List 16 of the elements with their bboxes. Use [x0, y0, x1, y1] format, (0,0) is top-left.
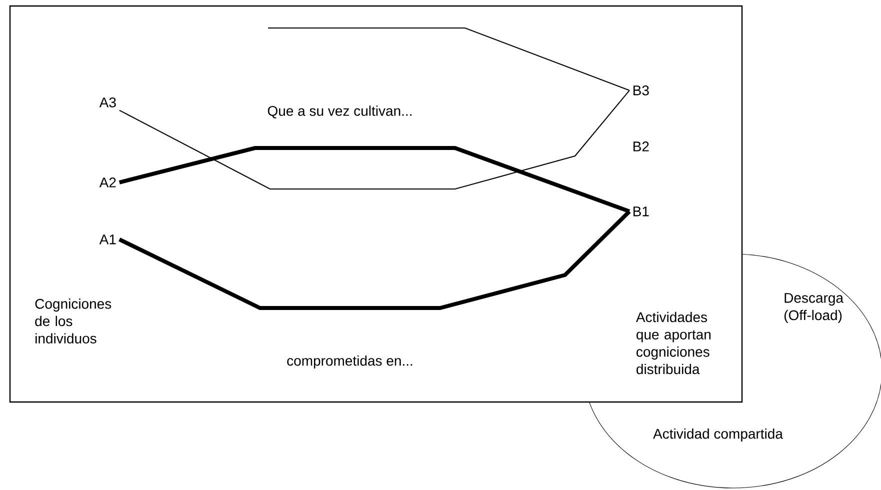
- ellipse-label: Descarga (Off-load): [784, 293, 844, 323]
- box-label: Que a su vez cultivan...: [268, 106, 412, 118]
- connector-line: [119, 90, 630, 190]
- box-label: Actividades que aportan cogniciones distribuida: [636, 312, 711, 374]
- point-label: A3: [99, 97, 116, 108]
- point-label: B2: [634, 142, 649, 152]
- point-label: B3: [634, 85, 649, 96]
- connector-line: [118, 210, 631, 310]
- connector-line: [118, 146, 630, 214]
- box-label: Cogniciones de los individuos: [35, 298, 112, 344]
- connector-line: [268, 27, 630, 91]
- point-label: A1: [99, 234, 116, 244]
- ellipse-label: Actividad compartida: [653, 428, 783, 442]
- point-label: A2: [99, 178, 116, 188]
- box-label: comprometidas en...: [287, 355, 412, 369]
- point-label: B1: [634, 206, 649, 216]
